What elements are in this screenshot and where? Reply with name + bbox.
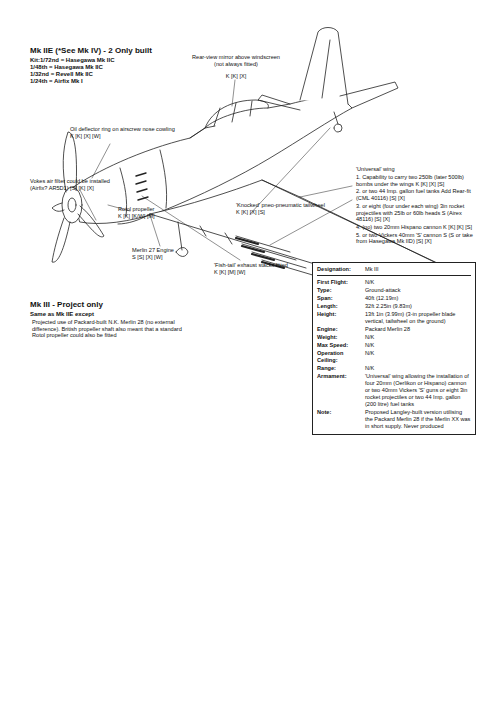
- table-value: 'Universal' wing allowing the installati…: [365, 373, 471, 408]
- section-note: Projected use of Packard-built N.K. Merl…: [32, 319, 192, 339]
- table-key: Range:: [317, 365, 365, 372]
- callout-text: Rear-view mirror above windscreen (not a…: [190, 54, 282, 67]
- table-key: First Flight:: [317, 279, 365, 286]
- table-row: Operation Ceiling:N/K: [317, 350, 471, 364]
- callout-code: K [K] [X]: [190, 73, 282, 80]
- callout-text: Vokes air filter could be installed (Air…: [30, 178, 118, 191]
- table-value: Mk III: [365, 266, 471, 273]
- table-key: Max Speed:: [317, 342, 365, 349]
- table-value: Packard Merlin 28: [365, 326, 471, 333]
- wing-option: 1. Capability to carry two 250lb (later …: [356, 174, 474, 187]
- kit-note: 1/32nd = Revell Mk IIC: [30, 71, 180, 78]
- kit-note: Kit:1/72nd = Hasegawa Mk IIC: [30, 57, 180, 64]
- table-key: Span:: [317, 295, 365, 302]
- wing-option: 5. or two Vickers 40mm 'S' cannon S (S o…: [356, 232, 474, 245]
- table-key: Operation Ceiling:: [317, 350, 365, 364]
- table-key: Height:: [317, 311, 365, 325]
- nose-and-propeller: [52, 132, 104, 262]
- callout-code: K [K] [X] [W]: [70, 133, 200, 140]
- table-value: N/K: [365, 365, 471, 372]
- table-value: N/K: [365, 342, 471, 349]
- table-value: Proposed Langley-built version utilising…: [365, 409, 471, 430]
- table-key: Engine:: [317, 326, 365, 333]
- table-value: N/K: [365, 350, 471, 364]
- table-row: Designation:Mk III: [317, 266, 471, 276]
- table-row: Range:N/K: [317, 365, 471, 372]
- callout-code: K [K] [M] [W]: [214, 269, 314, 276]
- table-value: 40ft (12.19m): [365, 295, 471, 302]
- callout-code: K [K] [K/W] [M]: [118, 213, 188, 220]
- rocket-projectiles: [236, 236, 316, 276]
- table-value: N/K: [365, 279, 471, 286]
- landing-gear-and-tailwheel: [176, 112, 342, 257]
- spec-table: Designation:Mk IIIFirst Flight:N/KType:G…: [312, 262, 476, 435]
- table-value: 32ft 2.25in (9.83m): [365, 303, 471, 310]
- table-key: Weight:: [317, 334, 365, 341]
- table-value: Ground-attack: [365, 287, 471, 294]
- table-key: Armament:: [317, 373, 365, 408]
- wing-option: 4. (no) two 20mm Hispano cannon K [K] [K…: [356, 224, 474, 231]
- callout-code: S [S] [X] [W]: [132, 254, 202, 261]
- callout-text: 'Fish-tail' exhaust stacks fitted: [214, 262, 314, 269]
- callout-text: Oil deflector ring on airscrew nose cowl…: [70, 126, 200, 133]
- section-subheading: Same as Mk IIE except: [30, 311, 210, 318]
- table-row: Weight:N/K: [317, 334, 471, 341]
- leader-lines: [80, 80, 352, 260]
- wing-option: 3. or eight (four under each wing) 3in r…: [356, 203, 474, 223]
- table-key: Note:: [317, 409, 365, 430]
- section-heading: Mk III - Project only: [30, 300, 210, 310]
- table-key: Length:: [317, 303, 365, 310]
- table-key: Designation:: [317, 266, 365, 273]
- callout-text: Rotol propeller: [118, 206, 188, 213]
- callout-text: 'Knocked' pneo-pneumatic tailwheel: [236, 202, 348, 209]
- callout-heading: 'Universal' wing: [356, 166, 474, 173]
- table-row: Height:13ft 1in (3.99m) (3-in propeller …: [317, 311, 471, 325]
- table-row: Length:32ft 2.25in (9.83m): [317, 303, 471, 310]
- table-row: Max Speed:N/K: [317, 342, 471, 349]
- table-row: Armament:'Universal' wing allowing the i…: [317, 373, 471, 408]
- callout-text: Merlin 27 Engine: [132, 247, 202, 254]
- table-value: N/K: [365, 334, 471, 341]
- table-row: Span:40ft (12.19m): [317, 295, 471, 302]
- table-value: 13ft 1in (3.99m) (3-in propeller blade v…: [365, 311, 471, 325]
- table-key: Type:: [317, 287, 365, 294]
- table-row: Engine:Packard Merlin 28: [317, 326, 471, 333]
- wing-option: 2. or two 44 Imp. gallon fuel tanks Add …: [356, 188, 474, 201]
- table-row: Type:Ground-attack: [317, 287, 471, 294]
- table-row: First Flight:N/K: [317, 279, 471, 286]
- kit-note: 1/24th = Airfix Mk I: [30, 78, 180, 85]
- kit-note: 1/48th = Hasegawa Mk IIC: [30, 64, 180, 71]
- table-row: Note:Proposed Langley-built version util…: [317, 409, 471, 430]
- callout-code: K [K] [X] [S]: [236, 209, 348, 216]
